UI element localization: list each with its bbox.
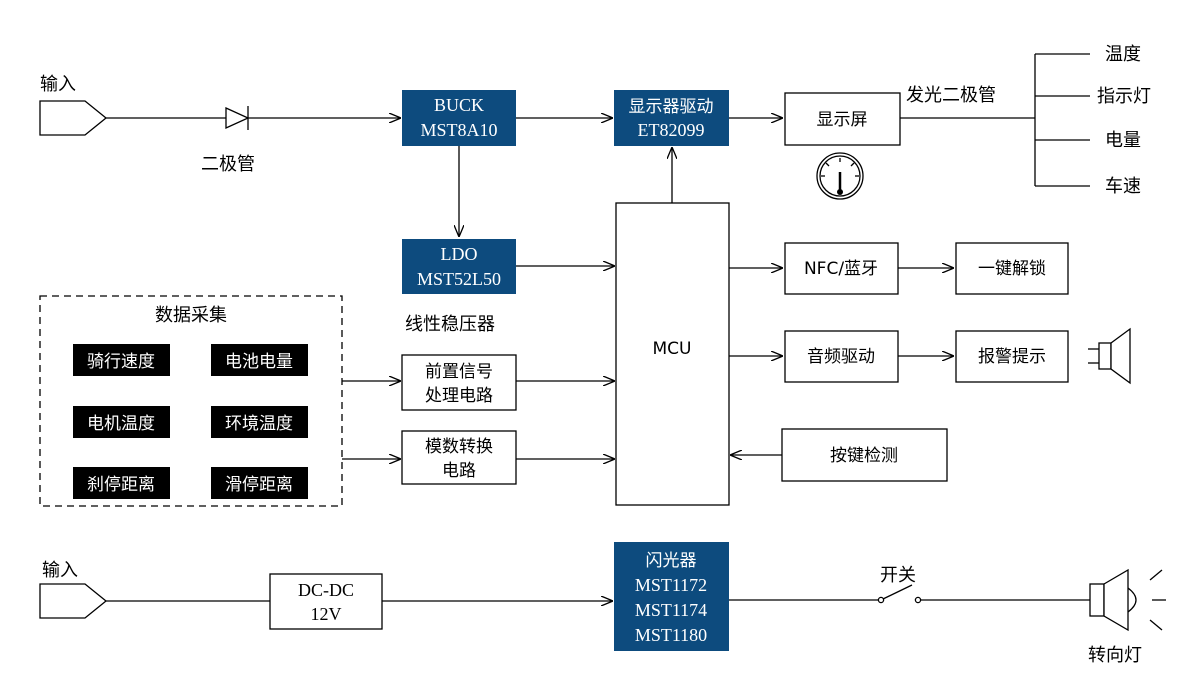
unlock-label: 一键解锁 xyxy=(978,259,1046,279)
led-item-indicator: 指示灯 xyxy=(1097,86,1151,107)
switch-label: 开关 xyxy=(880,565,916,586)
audio-driver-block: 音频驱动 xyxy=(784,330,899,383)
display-block: 显示屏 xyxy=(784,92,901,146)
diode-label: 二极管 xyxy=(201,154,255,175)
ldo-block: LDO MST52L50 xyxy=(402,239,516,294)
ldo-caption: 线性稳压器 xyxy=(405,314,495,335)
mcu-block: MCU xyxy=(615,202,730,506)
key-detect-block: 按键检测 xyxy=(781,428,948,482)
dcdc-block: DC-DC 12V xyxy=(269,573,383,630)
buck-block: BUCK MST8A10 xyxy=(402,90,516,146)
buck-line1: BUCK xyxy=(434,95,484,115)
led-label: 发光二极管 xyxy=(906,85,996,106)
mcu-label: MCU xyxy=(653,339,692,359)
alarm-label: 报警提示 xyxy=(978,347,1046,367)
buck-line2: MST8A10 xyxy=(420,120,497,140)
data-item-brake-distance: 刹停距离 xyxy=(87,475,155,495)
adc-line2: 电路 xyxy=(442,461,476,481)
speaker-icon xyxy=(1088,327,1131,385)
data-acquisition-group: 数据采集 骑行速度 电池电量 电机温度 环境温度 刹停距离 滑停距离 xyxy=(39,295,343,507)
flasher-line3: MST1174 xyxy=(635,600,707,620)
nfc-block: NFC/蓝牙 xyxy=(784,242,899,295)
adc-block: 模数转换 电路 xyxy=(401,430,517,485)
data-item-motor-temp: 电机温度 xyxy=(87,414,155,434)
nfc-label: NFC/蓝牙 xyxy=(804,259,878,279)
flasher-line2: MST1172 xyxy=(635,575,707,595)
led-item-speed: 车速 xyxy=(1105,176,1141,197)
turn-light-label: 转向灯 xyxy=(1088,645,1142,666)
data-item-ambient-temp: 环境温度 xyxy=(225,414,293,434)
adc-line1: 模数转换 xyxy=(425,437,493,457)
preproc-line1: 前置信号 xyxy=(425,362,493,382)
dcdc-line2: 12V xyxy=(311,604,342,624)
led-item-temperature: 温度 xyxy=(1105,44,1141,65)
turn-light-icon xyxy=(1089,568,1166,632)
preproc-line2: 处理电路 xyxy=(425,386,493,406)
unlock-block: 一键解锁 xyxy=(955,242,1069,295)
ldo-line1: LDO xyxy=(441,244,478,264)
data-item-riding-speed: 骑行速度 xyxy=(87,352,155,372)
diode-icon xyxy=(225,106,250,130)
flasher-line4: MST1180 xyxy=(635,625,707,645)
led-item-battery: 电量 xyxy=(1105,130,1141,151)
display-label: 显示屏 xyxy=(817,110,868,130)
gauge-icon xyxy=(816,152,864,200)
flasher-line1: 闪光器 xyxy=(646,551,697,571)
input-bottom-label: 输入 xyxy=(42,560,78,581)
alarm-block: 报警提示 xyxy=(955,330,1069,383)
data-acq-title: 数据采集 xyxy=(155,305,227,326)
input-connector-top xyxy=(39,100,108,136)
dcdc-line1: DC-DC xyxy=(298,580,354,600)
data-item-coast-distance: 滑停距离 xyxy=(225,475,293,495)
audio-driver-label: 音频驱动 xyxy=(807,347,875,367)
data-item-battery-level: 电池电量 xyxy=(225,352,293,372)
switch-icon xyxy=(877,584,922,604)
preproc-block: 前置信号 处理电路 xyxy=(401,354,517,411)
key-detect-label: 按键检测 xyxy=(830,446,898,466)
input-top-label: 输入 xyxy=(40,74,76,95)
display-driver-block: 显示器驱动 ET82099 xyxy=(614,90,729,146)
ldo-line2: MST52L50 xyxy=(417,269,501,289)
display-driver-line1: 显示器驱动 xyxy=(629,97,714,117)
flasher-block: 闪光器 MST1172 MST1174 MST1180 xyxy=(614,542,729,651)
display-driver-line2: ET82099 xyxy=(638,120,705,140)
input-connector-bottom xyxy=(39,583,108,619)
